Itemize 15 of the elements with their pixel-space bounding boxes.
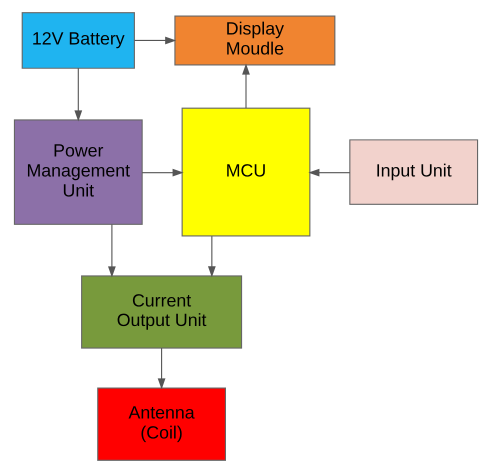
node-box: 12V Battery xyxy=(22,12,135,69)
node-box: MCU xyxy=(182,108,310,236)
arrow xyxy=(142,168,184,177)
arrow xyxy=(308,168,350,177)
node-box: Input Unit xyxy=(349,139,478,205)
arrow xyxy=(208,236,216,278)
arrow xyxy=(134,36,176,44)
node-box: Antenna (Coil) xyxy=(97,388,226,461)
node-box: Display Moudle xyxy=(174,16,336,66)
arrow xyxy=(158,348,166,390)
node-box: Current Output Unit xyxy=(81,275,242,349)
node-box: Power Management Unit xyxy=(14,119,143,225)
arrow xyxy=(74,68,82,122)
arrow xyxy=(242,63,250,108)
arrow xyxy=(108,224,116,278)
